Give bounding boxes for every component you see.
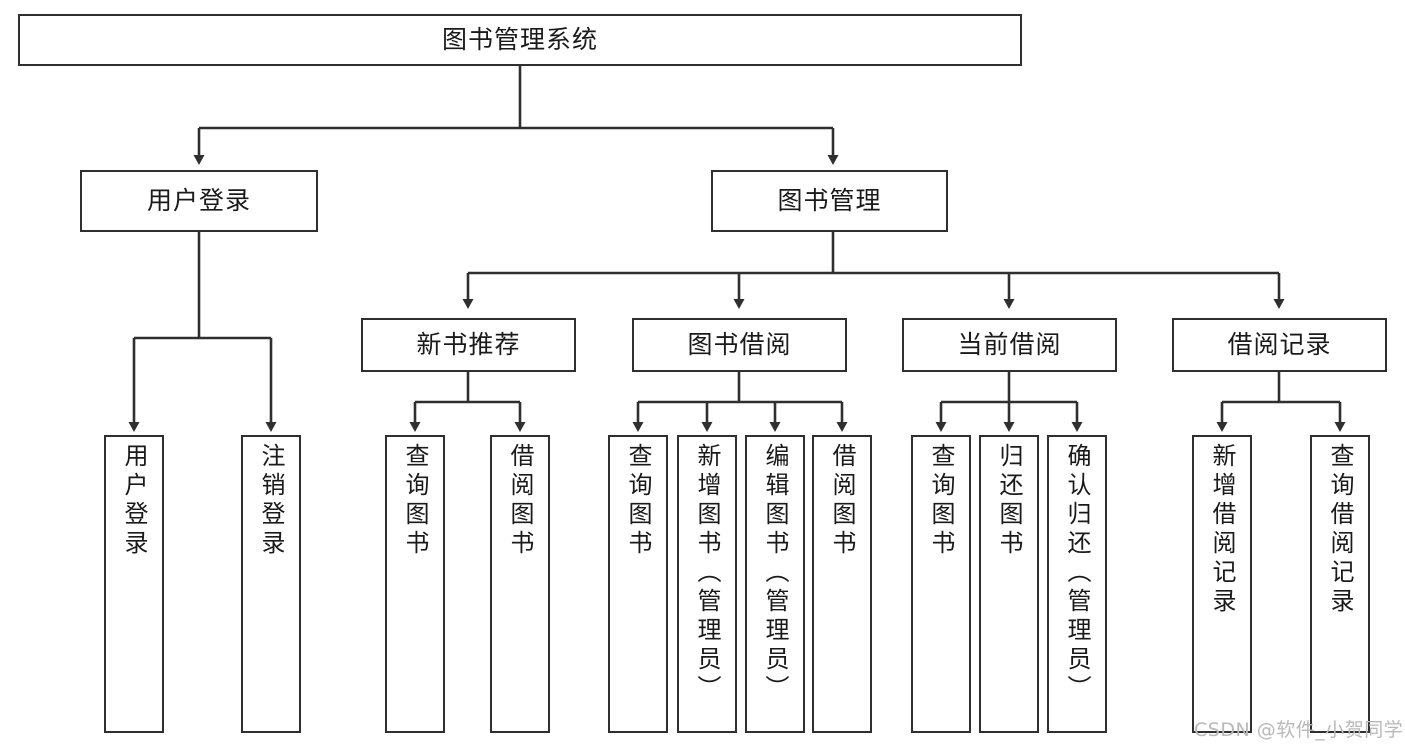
leaf-return-book[interactable]: 归还图书 [979,435,1039,733]
node-borrow-records[interactable]: 借阅记录 [1172,318,1387,372]
node-borrow-records-label: 借阅记录 [1227,330,1332,360]
leaf-edit-book-admin-label: 编辑图书（管理员） [761,443,789,704]
leaf-query-book-recommend[interactable]: 查询图书 [385,435,445,733]
leaf-user-login-label: 用户登录 [120,443,148,559]
leaf-logout[interactable]: 注销登录 [241,435,301,733]
leaf-add-book-admin-label: 新增图书（管理员） [693,443,721,704]
node-book-borrow-label: 图书借阅 [687,330,792,360]
leaf-return-book-label: 归还图书 [995,443,1023,559]
leaf-borrow-book-recommend-label: 借阅图书 [506,443,534,559]
node-new-book-recommend-label: 新书推荐 [416,330,521,360]
leaf-confirm-return-admin[interactable]: 确认归还（管理员） [1047,435,1107,733]
node-user-login[interactable]: 用户登录 [80,170,318,232]
leaf-borrow-book-recommend[interactable]: 借阅图书 [490,435,550,733]
leaf-query-borrow-record[interactable]: 查询借阅记录 [1310,435,1370,733]
node-current-borrow-label: 当前借阅 [957,330,1062,360]
leaf-query-book-current[interactable]: 查询图书 [911,435,971,733]
leaf-add-borrow-record[interactable]: 新增借阅记录 [1192,435,1252,733]
node-user-login-label: 用户登录 [146,186,251,216]
node-root-system-label: 图书管理系统 [441,25,598,55]
leaf-query-book-borrow-label: 查询图书 [624,443,652,559]
leaf-logout-label: 注销登录 [257,443,285,559]
node-book-borrow[interactable]: 图书借阅 [632,318,847,372]
node-current-borrow[interactable]: 当前借阅 [902,318,1117,372]
leaf-borrow-book-label: 借阅图书 [828,443,856,559]
leaf-borrow-book[interactable]: 借阅图书 [812,435,872,733]
leaf-query-book-recommend-label: 查询图书 [401,443,429,559]
leaf-add-borrow-record-label: 新增借阅记录 [1208,443,1236,617]
node-new-book-recommend[interactable]: 新书推荐 [361,318,576,372]
leaf-confirm-return-admin-label: 确认归还（管理员） [1063,443,1091,704]
leaf-query-book-current-label: 查询图书 [927,443,955,559]
node-root-system[interactable]: 图书管理系统 [18,14,1022,66]
node-book-management-label: 图书管理 [777,186,882,216]
leaf-query-book-borrow[interactable]: 查询图书 [608,435,668,733]
leaf-edit-book-admin[interactable]: 编辑图书（管理员） [745,435,805,733]
node-book-management[interactable]: 图书管理 [711,170,948,232]
leaf-add-book-admin[interactable]: 新增图书（管理员） [677,435,737,733]
leaf-query-borrow-record-label: 查询借阅记录 [1326,443,1354,617]
leaf-user-login[interactable]: 用户登录 [104,435,164,733]
